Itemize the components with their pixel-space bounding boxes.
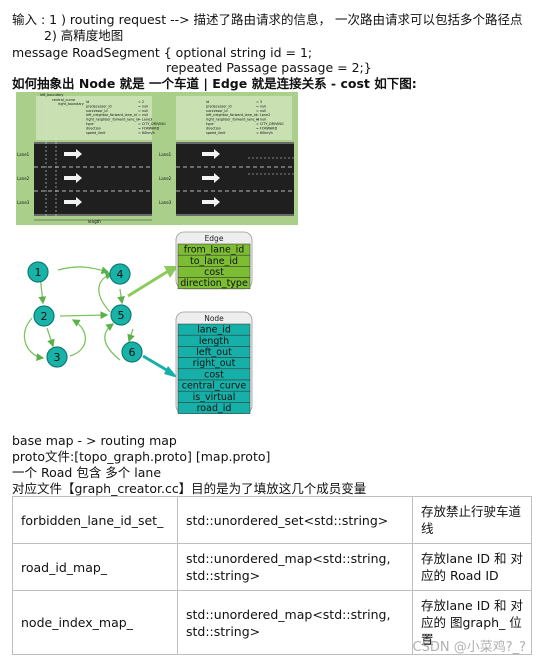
left-value: = Lane3	[138, 118, 152, 122]
struct-field: road_id	[197, 403, 232, 414]
text-proto-files: proto文件:[topo_graph.proto] [map.proto]	[12, 449, 271, 464]
graph-node-label: 2	[41, 310, 48, 323]
lane-label-1: Lane1	[17, 152, 30, 157]
lane-label-2: Lane2	[17, 176, 30, 181]
graph-node	[33, 305, 55, 327]
watermark: CSDN @小菜鸡?_?	[412, 640, 527, 655]
lane-diagram: left_boundary central_curve right_bounda…	[16, 92, 298, 225]
graph-node	[109, 263, 131, 285]
struct-field: from_lane_id	[184, 245, 245, 256]
table-cell: road_id_map_	[12, 543, 178, 591]
right-value: = Lane2	[256, 113, 270, 117]
table-cell: std::unordered_map<std::string, std::str…	[177, 543, 413, 591]
table-cell: 存放lane ID 和 对应的 Road ID	[412, 543, 532, 591]
left-field: predecessor_id	[86, 104, 112, 108]
right-field: predecessor_id	[206, 104, 232, 108]
right-field: right_neighbor_forward_lane_id	[206, 118, 259, 122]
graph-node-label: 1	[35, 266, 42, 279]
left-field: type	[86, 122, 94, 126]
graph-node	[27, 261, 49, 283]
table-row: forbidden_lane_id_set_ std::unordered_se…	[12, 496, 532, 544]
graph-node-label: 3	[54, 351, 61, 364]
right-field: successor_id	[206, 109, 228, 113]
text-road-lane: 一个 Road 包含 多个 lane	[12, 465, 162, 480]
length-label: length	[88, 219, 101, 224]
right-field: direction	[206, 126, 221, 130]
left-note-2: right_boundary	[58, 102, 84, 106]
right-field: left_neighbor_forward_lane_id	[206, 113, 257, 117]
graph-node-label: 4	[117, 268, 124, 281]
struct-field: lane_id	[197, 325, 231, 336]
left-field: speed_limit	[86, 131, 106, 135]
lane-label-3-right: Lane3	[159, 200, 172, 205]
table-cell: std::unordered_map<std::string, std::str…	[177, 590, 413, 655]
left-value: = 60km/h	[138, 131, 155, 135]
right-value: = 3	[256, 100, 262, 104]
text-graph-creator: 对应文件【graph_creator.cc】目的是为了填放这几个成员变量	[12, 481, 367, 496]
section-heading: 如何抽象出 Node 就是 一个车道 | Edge 就是连接关系 - cost …	[12, 76, 417, 91]
graph-node-label: 6	[129, 346, 136, 359]
left-value: = null	[138, 109, 148, 113]
right-value: = null	[256, 104, 266, 108]
right-value: = 60km/h	[256, 131, 273, 135]
table-cell: node_index_map_	[12, 590, 178, 655]
struct-title: Edge	[205, 234, 224, 243]
graph-node-label: 5	[118, 309, 125, 322]
lane-label-1-right: Lane1	[159, 152, 172, 157]
struct-field: is_virtual	[193, 392, 236, 403]
struct-field: length	[199, 336, 229, 347]
struct-field: right_out	[193, 358, 236, 369]
table-cell: 存放禁止行驶车道线	[412, 496, 532, 544]
struct-field: central_curve	[182, 381, 247, 392]
struct-title: Node	[204, 314, 224, 323]
right-field: id	[206, 100, 209, 104]
table-row: node_index_map_ std::unordered_map<std::…	[12, 590, 532, 655]
left-note-1: central_curve	[52, 98, 75, 102]
graph-node	[46, 346, 68, 368]
right-value: = CITY_DRIVING	[256, 122, 284, 126]
graph-node	[110, 304, 132, 326]
hd-map-line: 2) 高精度地图	[44, 28, 124, 43]
struct-field: cost	[204, 369, 224, 380]
struct-field: left_out	[196, 347, 232, 358]
text-base-map: base map - > routing map	[12, 433, 177, 448]
intro-line: 输入 : 1 ) routing request --> 描述了路由请求的信息，…	[12, 12, 523, 27]
right-value: = null	[256, 109, 266, 113]
left-field: successor_id	[86, 109, 108, 113]
struct-field-bg	[177, 402, 251, 414]
left-field: direction	[86, 126, 101, 130]
right-value: = null	[256, 118, 266, 122]
left-value: = CITY_DRIVING	[138, 122, 166, 126]
lane-label-2-right: Lane2	[159, 176, 172, 181]
table-cell: std::unordered_set<std::string>	[177, 496, 413, 544]
right-value: = FORWARD	[256, 126, 278, 130]
struct-field: cost	[204, 267, 224, 278]
right-field: type	[206, 122, 214, 126]
struct-field-bg	[177, 277, 251, 290]
table-row: road_id_map_ std::unordered_map<std::str…	[12, 543, 532, 591]
left-value: = null	[138, 104, 148, 108]
right-field: speed_limit	[206, 131, 226, 135]
lane-label-3: Lane3	[17, 200, 30, 205]
left-field: id	[86, 100, 89, 104]
message-line: message RoadSegment { optional string id…	[12, 45, 313, 60]
struct-field: direction_type	[180, 278, 248, 289]
left-value: = 2	[138, 100, 144, 104]
left-value: = null	[138, 113, 148, 117]
left-field: right_neighbor_forward_lane_id	[86, 118, 139, 122]
table-cell: forbidden_lane_id_set_	[12, 496, 178, 544]
graph-node	[121, 341, 143, 363]
member-table: forbidden_lane_id_set_ std::unordered_se…	[12, 496, 532, 655]
left-value: = FORWARD	[138, 126, 160, 130]
message-line-2: repeated Passage passage = 2;}	[166, 60, 372, 75]
left-field: left_neighbor_forward_lane_id	[86, 113, 137, 117]
table-cell: 存放lane ID 和 对应的 图graph_ 位置	[412, 590, 532, 655]
struct-field: to_lane_id	[190, 256, 238, 267]
left-note-0: left_boundary	[40, 93, 63, 97]
